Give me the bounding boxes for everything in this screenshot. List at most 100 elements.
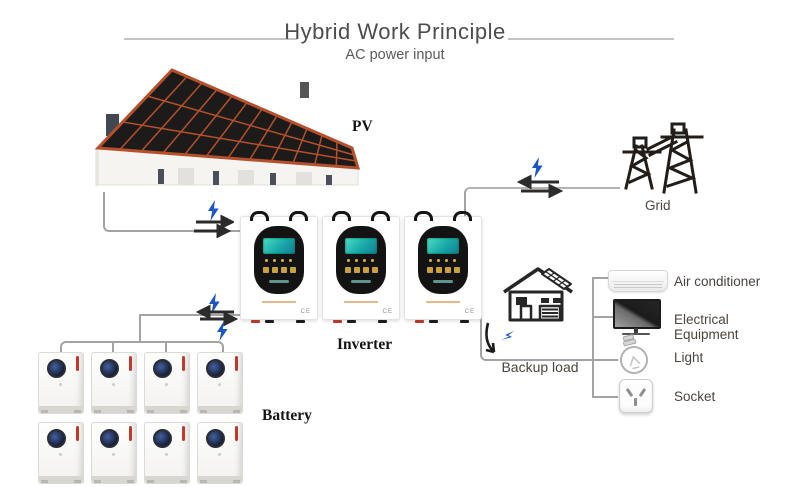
electrical-equipment-label: Electrical Equipment [674, 312, 739, 342]
load-bus-bar [592, 277, 594, 398]
backup-load-house-icon [503, 267, 573, 322]
battery-base [92, 406, 136, 413]
air-conditioner-icon [608, 270, 668, 292]
battery-indicator [112, 453, 115, 456]
connection-line-grid-to-inverter [464, 187, 620, 219]
inverter-model-text [262, 301, 296, 303]
socket-label: Socket [674, 389, 716, 404]
mounting-bracket-icon [289, 211, 308, 221]
battery-indicator [165, 383, 168, 386]
inverter-buttons [345, 267, 378, 273]
battery-handle [129, 426, 132, 441]
battery-display [100, 429, 119, 448]
inverter-lcd-screen [263, 238, 295, 254]
battery-unit [197, 352, 243, 414]
battery-display [47, 359, 66, 378]
title-divider-right [508, 38, 674, 40]
battery-handle [235, 426, 238, 441]
inverter-buttons [427, 267, 460, 273]
inverter-lcd-screen [427, 238, 459, 254]
wall-panel [296, 172, 312, 185]
battery-base [39, 476, 83, 483]
connection-line-battery-riser [139, 314, 141, 342]
inverter-terminal [460, 320, 469, 323]
lightning-bolt-icon [208, 200, 219, 221]
battery-unit [144, 422, 190, 484]
battery-indicator [59, 453, 62, 456]
socket-pin [638, 387, 647, 398]
inverter-buttons [263, 267, 296, 273]
inverter-terminal [296, 320, 305, 323]
battery-indicator [218, 383, 221, 386]
lightning-bolt-icon [532, 157, 543, 178]
battery-base [39, 406, 83, 413]
inverter-model-text [344, 301, 378, 303]
inverter-led-indicators [347, 259, 374, 262]
light-bulb-icon [620, 334, 648, 374]
mounting-bracket-icon [250, 211, 269, 221]
socket-pin [625, 387, 634, 398]
battery-handle [76, 426, 79, 441]
inverter-front-panel [418, 226, 468, 294]
backup-load-label: Backup load [501, 359, 579, 375]
inverter-front-panel [336, 226, 386, 294]
battery-handle [182, 426, 185, 441]
battery-base [198, 476, 242, 483]
wall-window [158, 169, 164, 184]
inverter-led-indicators [429, 259, 456, 262]
grid-flow-exchange-icon [517, 157, 563, 199]
subtitle: AC power input [345, 47, 445, 63]
battery-base [92, 476, 136, 483]
battery-bank [38, 352, 243, 484]
battery-base [198, 406, 242, 413]
battery-handle [76, 356, 79, 371]
connection-line-battery-to-inverter [140, 314, 240, 316]
inverter-unit: CE [404, 211, 482, 323]
lightning-bolt-icon [217, 321, 228, 341]
battery-indicator [218, 453, 221, 456]
ce-mark: CE [464, 309, 475, 315]
pv-flow-arrow-icon [194, 200, 234, 238]
battery-base [145, 406, 189, 413]
inverter-unit: CE [322, 211, 400, 323]
pv-label: PV [352, 118, 373, 135]
solar-panel-roof [94, 68, 361, 170]
inverter-led-indicators [265, 259, 292, 262]
inverter-logo [269, 280, 289, 283]
battery-bus-drop [112, 342, 114, 353]
connection-line-inverter-to-backup-load [480, 315, 618, 361]
battery-label: Battery [262, 407, 312, 424]
inverter-group: CE CE [240, 211, 482, 323]
inverter-terminal [415, 320, 424, 323]
wall-panel [178, 168, 194, 185]
battery-display [47, 429, 66, 448]
battery-flow-exchange-icon [196, 293, 238, 341]
lightning-bolt-icon [209, 293, 220, 314]
battery-unit [144, 352, 190, 414]
connection-line-pv-to-inverter [103, 192, 244, 232]
ce-mark: CE [300, 309, 311, 315]
battery-indicator [112, 383, 115, 386]
wall-window [326, 175, 332, 185]
air-conditioner-label: Air conditioner [674, 274, 761, 289]
socket-icon [619, 379, 653, 413]
inverter-unit: CE [240, 211, 318, 323]
wall-window [270, 173, 276, 185]
battery-display [206, 429, 225, 448]
inverter-terminal [265, 320, 274, 323]
inverter-logo [433, 280, 453, 283]
inverter-terminal [251, 320, 260, 323]
page-title: Hybrid Work Principle [284, 19, 506, 44]
load-branch-air-conditioner [592, 277, 612, 279]
inverter-terminal [347, 320, 356, 323]
ce-mark: CE [382, 309, 393, 315]
battery-unit [91, 352, 137, 414]
inverter-front-panel [254, 226, 304, 294]
wall-panel [238, 170, 254, 185]
electrical-equipment-icon [613, 299, 661, 335]
grid-icon [622, 122, 704, 194]
wall-window [213, 171, 219, 185]
battery-display [153, 359, 172, 378]
title-divider-left [124, 38, 297, 40]
